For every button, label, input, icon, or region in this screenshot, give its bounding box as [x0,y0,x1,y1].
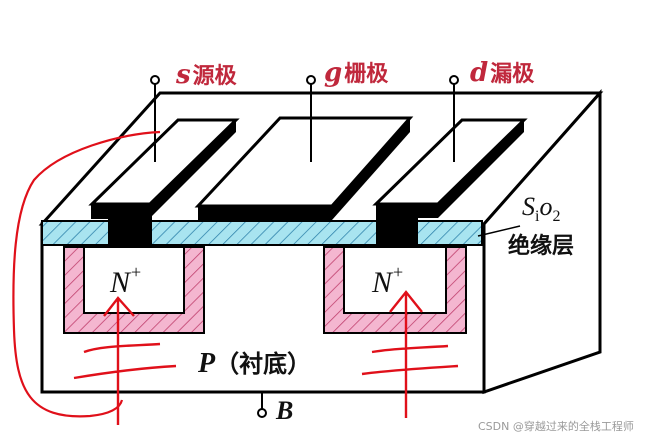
n-plus-right-label: N+ [372,262,403,300]
drain-lead-dot [449,75,459,85]
handdrawn-loop-annotation [12,130,161,418]
n-plus-left-letter: N [110,266,131,299]
source-electrode-side [150,120,236,218]
drain-label: d漏极 [470,56,534,88]
watermark: CSDN @穿越过来的全栈工程师 [478,420,634,433]
oxide-o: o [539,192,553,221]
oxide-layer-right [415,220,483,246]
n-plus-region-left-inner [83,246,185,314]
drain-electrode-front [376,204,438,218]
n-plus-right-sup: + [393,262,404,282]
drain-text: 漏极 [490,62,535,87]
gate-text: 栅极 [344,62,389,87]
oxide-pointer-line [477,225,521,237]
n-plus-right-letter: N [372,266,393,299]
source-label: s源极 [176,58,237,90]
oxide-layer-left [41,220,111,246]
drain-letter: d [470,58,489,88]
body-terminal-label: B [276,396,294,425]
oxide-layer-middle [149,220,379,246]
gate-electrode-front [198,206,332,220]
n-plus-region-right-inner [343,246,447,314]
source-lead-dot [150,75,160,85]
source-electrode-front [91,203,151,219]
oxide-s: S [522,192,535,221]
oxide-i: i [535,208,540,226]
gate-letter: g [324,58,343,88]
handdrawn-arrow-left [73,296,177,425]
source-letter: s [176,60,191,90]
gate-label: g栅极 [324,56,388,88]
drain-electrode-side [438,120,524,218]
n-plus-left-label: N+ [110,262,141,300]
source-text: 源极 [192,64,237,89]
substrate-label: P（衬底） [198,344,311,380]
insulation-label: 绝缘层 [508,234,575,259]
substrate-letter: P [198,348,216,379]
n-plus-left-sup: + [131,262,142,282]
oxide-sub2: 2 [552,208,561,226]
handdrawn-arrow-right [361,290,459,418]
substrate-text: （衬底） [215,350,312,378]
gate-electrode-side [332,118,410,220]
gate-lead-dot [306,75,316,85]
body-lead-dot [257,408,267,418]
oxide-formula-label: Sio2 [522,192,560,226]
